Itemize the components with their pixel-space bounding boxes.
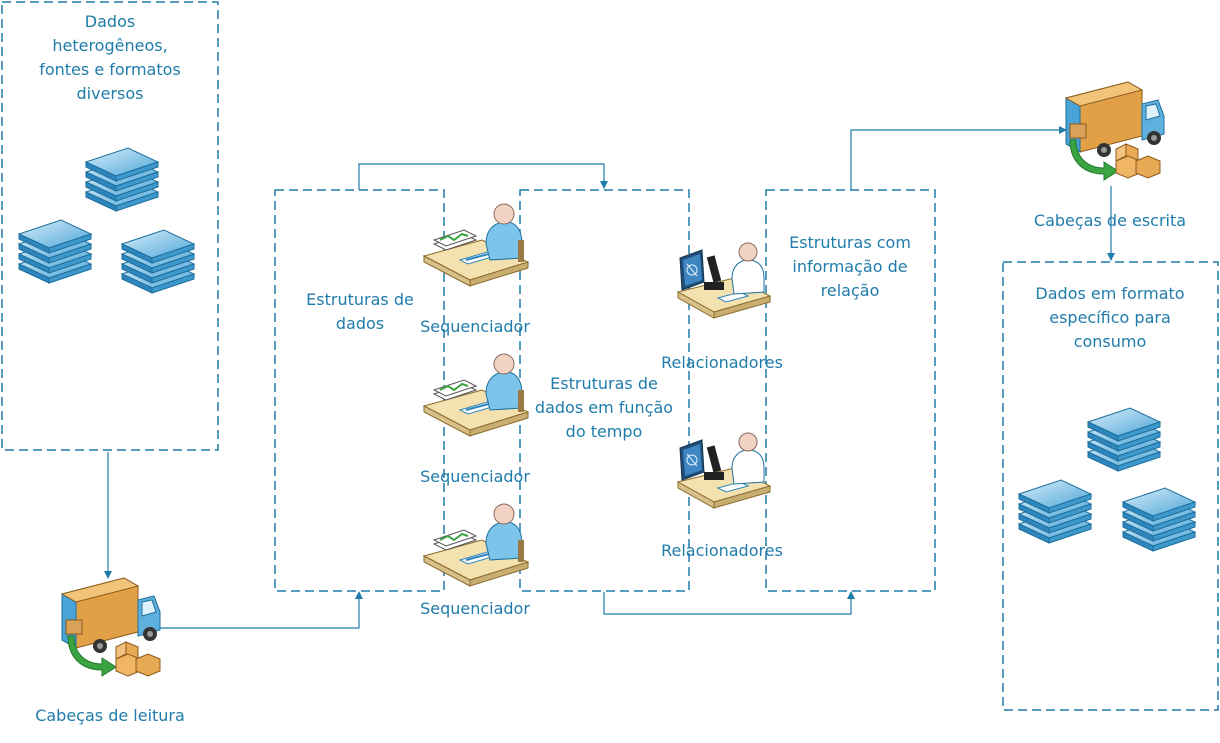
boxes-icon [1115, 143, 1161, 179]
database-icon [122, 230, 194, 293]
time-structures-label: Estruturas de dados em função do tempo [534, 374, 674, 441]
sequencer-label: Sequenciador [420, 599, 530, 618]
sequencer-label: Sequenciador [420, 317, 530, 336]
database-icon [86, 148, 158, 211]
sequencer-icon [423, 353, 529, 437]
write-heads-label: Cabeças de escrita [1033, 211, 1187, 230]
sequencer-icon [423, 203, 529, 287]
write-truck-icon [1065, 81, 1165, 158]
connector-time-to-relation [603, 591, 855, 615]
database-icon [1123, 488, 1195, 551]
sequencer-icon [423, 503, 529, 587]
relator-icon [677, 432, 771, 509]
read-heads-label: Cabeças de leitura [35, 706, 185, 725]
connector-relation-to-write [850, 126, 1067, 190]
relator-label: Relacionadores [661, 541, 783, 560]
read-truck-icon [61, 577, 161, 654]
database-icon [1088, 408, 1160, 471]
source-data-label: Dados heterogêneos, fontes e formatos di… [39, 12, 181, 103]
output-data-label: Dados em formato específico para consumo [1035, 284, 1185, 351]
relation-structures-label: Estruturas com informação de relação [789, 233, 911, 300]
boxes-icon [115, 641, 161, 677]
source-data-box [1, 1, 219, 451]
relator-label: Relacionadores [661, 353, 783, 372]
connector-structures-to-time [358, 163, 608, 190]
connector-read-to-structures [160, 591, 363, 629]
relator-icon [677, 242, 771, 319]
database-icon [19, 220, 91, 283]
sequencer-label: Sequenciador [420, 467, 530, 486]
output-data-box [1002, 261, 1219, 711]
database-icon [1019, 480, 1091, 543]
data-structures-label: Estruturas de dados [306, 290, 414, 333]
data-structures-box [274, 189, 445, 592]
